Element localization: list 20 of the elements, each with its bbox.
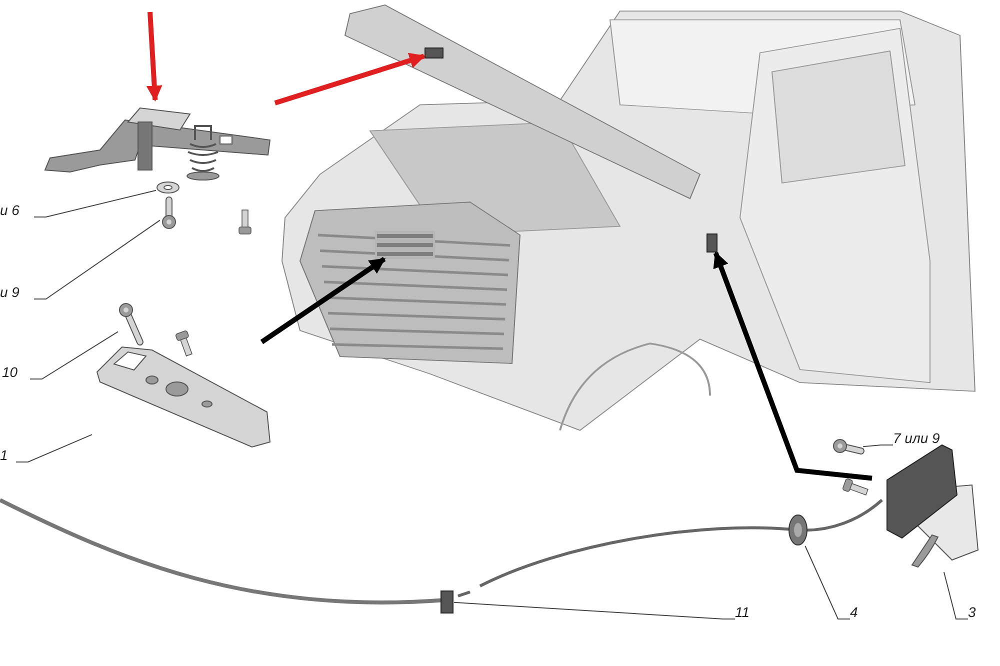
callout-number: 4 <box>850 602 868 622</box>
arrow <box>274 52 426 106</box>
leader-line <box>943 572 968 620</box>
callout-number: 3 <box>968 602 986 622</box>
arrow <box>146 12 162 102</box>
leader-line <box>16 434 92 462</box>
callout-number: и 9 <box>0 282 34 302</box>
callout-number: 1 <box>0 445 16 465</box>
arrow <box>260 256 386 344</box>
arrow <box>713 252 872 481</box>
callout-number: и 6 <box>0 200 34 220</box>
callout-number: 7 или 9 <box>893 428 957 448</box>
leader-line <box>804 546 850 620</box>
leader-line <box>454 602 736 620</box>
leader-line <box>34 190 156 218</box>
callout-number: 10 <box>2 362 30 382</box>
leader-line <box>862 444 894 448</box>
leader-line <box>30 331 118 380</box>
leader-line <box>34 220 160 300</box>
callout-number: 11 <box>735 602 759 622</box>
